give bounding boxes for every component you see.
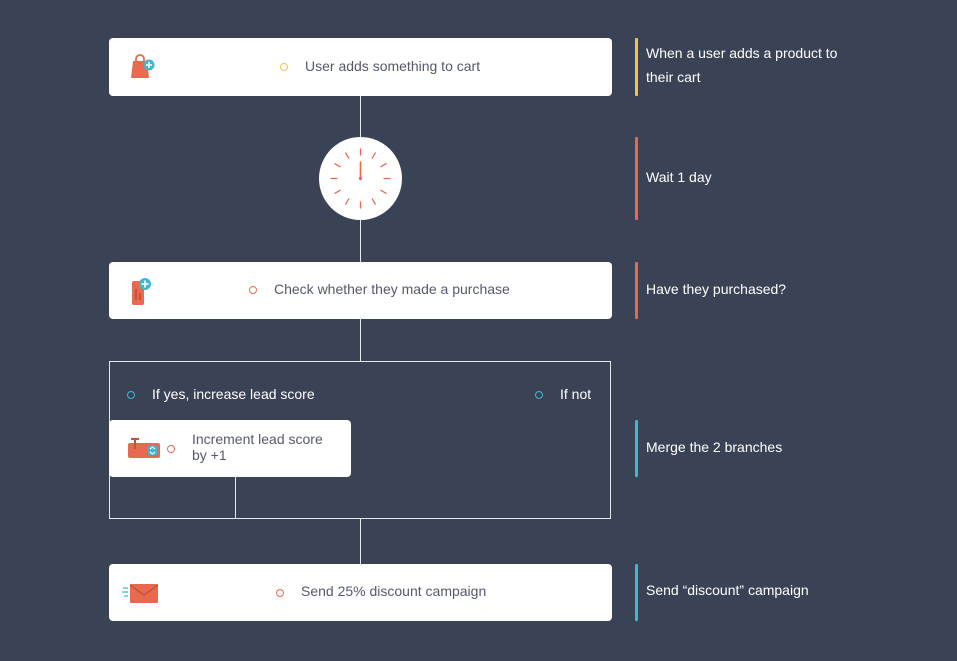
- note-send-bar: [635, 564, 638, 621]
- check-label: Check whether they made a purchase: [274, 281, 510, 297]
- branch-no-dot: [535, 391, 543, 399]
- branch-yes-dot: [127, 391, 135, 399]
- note-merge: Merge the 2 branches: [635, 420, 782, 477]
- note-check-line1: Have they purchased?: [646, 281, 787, 297]
- wait-node[interactable]: [319, 137, 402, 220]
- note-send-line1: Send “discount” campaign: [646, 582, 809, 598]
- clock-icon: [330, 148, 391, 209]
- increment-label-line1: Increment lead score: [192, 431, 323, 447]
- envelope-icon: [122, 584, 159, 603]
- receipt-plus-icon: [132, 278, 151, 305]
- note-trigger: When a user adds a product to their cart: [635, 38, 837, 96]
- score-counter-icon: [128, 438, 160, 458]
- note-wait: Wait 1 day: [635, 137, 712, 220]
- note-wait-line1: Wait 1 day: [646, 169, 712, 185]
- trigger-label: User adds something to cart: [305, 58, 481, 74]
- note-trigger-line1: When a user adds a product to: [646, 45, 838, 61]
- trigger-node[interactable]: User adds something to cart: [109, 38, 612, 96]
- send-label: Send 25% discount campaign: [301, 583, 487, 599]
- note-trigger-line2: their cart: [646, 69, 701, 85]
- increment-status-dot: [167, 445, 175, 453]
- note-merge-bar: [635, 420, 638, 477]
- note-send: Send “discount” campaign: [635, 564, 809, 621]
- note-merge-line1: Merge the 2 branches: [646, 439, 783, 455]
- increment-label-line2: by +1: [192, 447, 227, 463]
- shopping-bag-plus-icon: [131, 54, 155, 78]
- note-check-bar: [635, 262, 638, 319]
- trigger-status-dot: [280, 63, 288, 71]
- branch-no-label: If not: [560, 386, 592, 402]
- send-status-dot: [276, 589, 284, 597]
- increment-score-node[interactable]: Increment lead score by +1: [109, 420, 351, 477]
- note-wait-bar: [635, 137, 638, 220]
- note-trigger-bar: [635, 38, 638, 96]
- note-check: Have they purchased?: [635, 262, 786, 319]
- send-campaign-node[interactable]: Send 25% discount campaign: [109, 564, 612, 621]
- branch-yes-label: If yes, increase lead score: [152, 386, 315, 402]
- check-status-dot: [249, 286, 257, 294]
- check-node[interactable]: Check whether they made a purchase: [109, 262, 612, 319]
